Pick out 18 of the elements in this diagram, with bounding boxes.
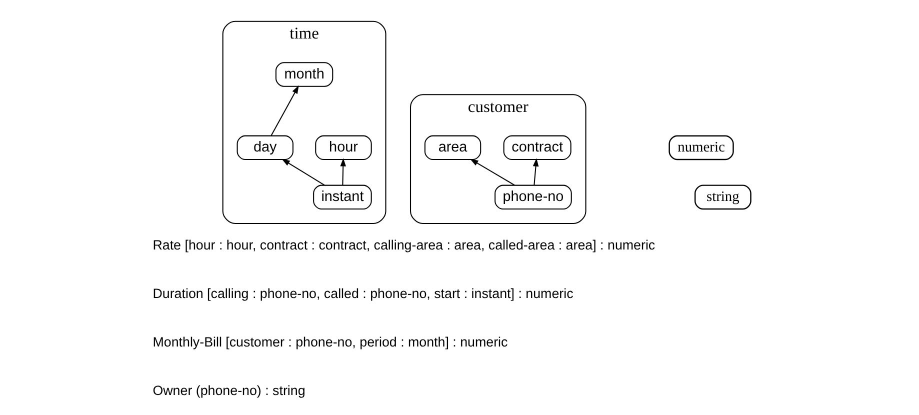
arrow (340, 158, 346, 185)
label: Monthly-Bill [customer : phone-no, period : month] : numeric (152, 334, 508, 350)
arrow (532, 158, 538, 185)
node-box: month (274, 62, 333, 86)
arrow (469, 158, 514, 186)
node-box: string (694, 184, 751, 210)
label: Rate [hour : hour, contract : contract, calling-area : area, called-area : area] : numeric (152, 237, 655, 252)
node-box: contract (502, 134, 571, 160)
arrow (270, 84, 298, 136)
label: Owner (phone-no) : string (152, 382, 305, 398)
node-box: day (236, 134, 293, 160)
label: Duration [calling : phone-no, called : phone-no, start : instant] : numeric (152, 286, 573, 301)
node-box: phone-no (494, 184, 572, 210)
node-box: area (424, 134, 481, 160)
node-box: numeric (668, 134, 734, 160)
node-box: instant (312, 184, 372, 210)
arrow (281, 158, 324, 186)
node-box: hour (314, 134, 372, 160)
